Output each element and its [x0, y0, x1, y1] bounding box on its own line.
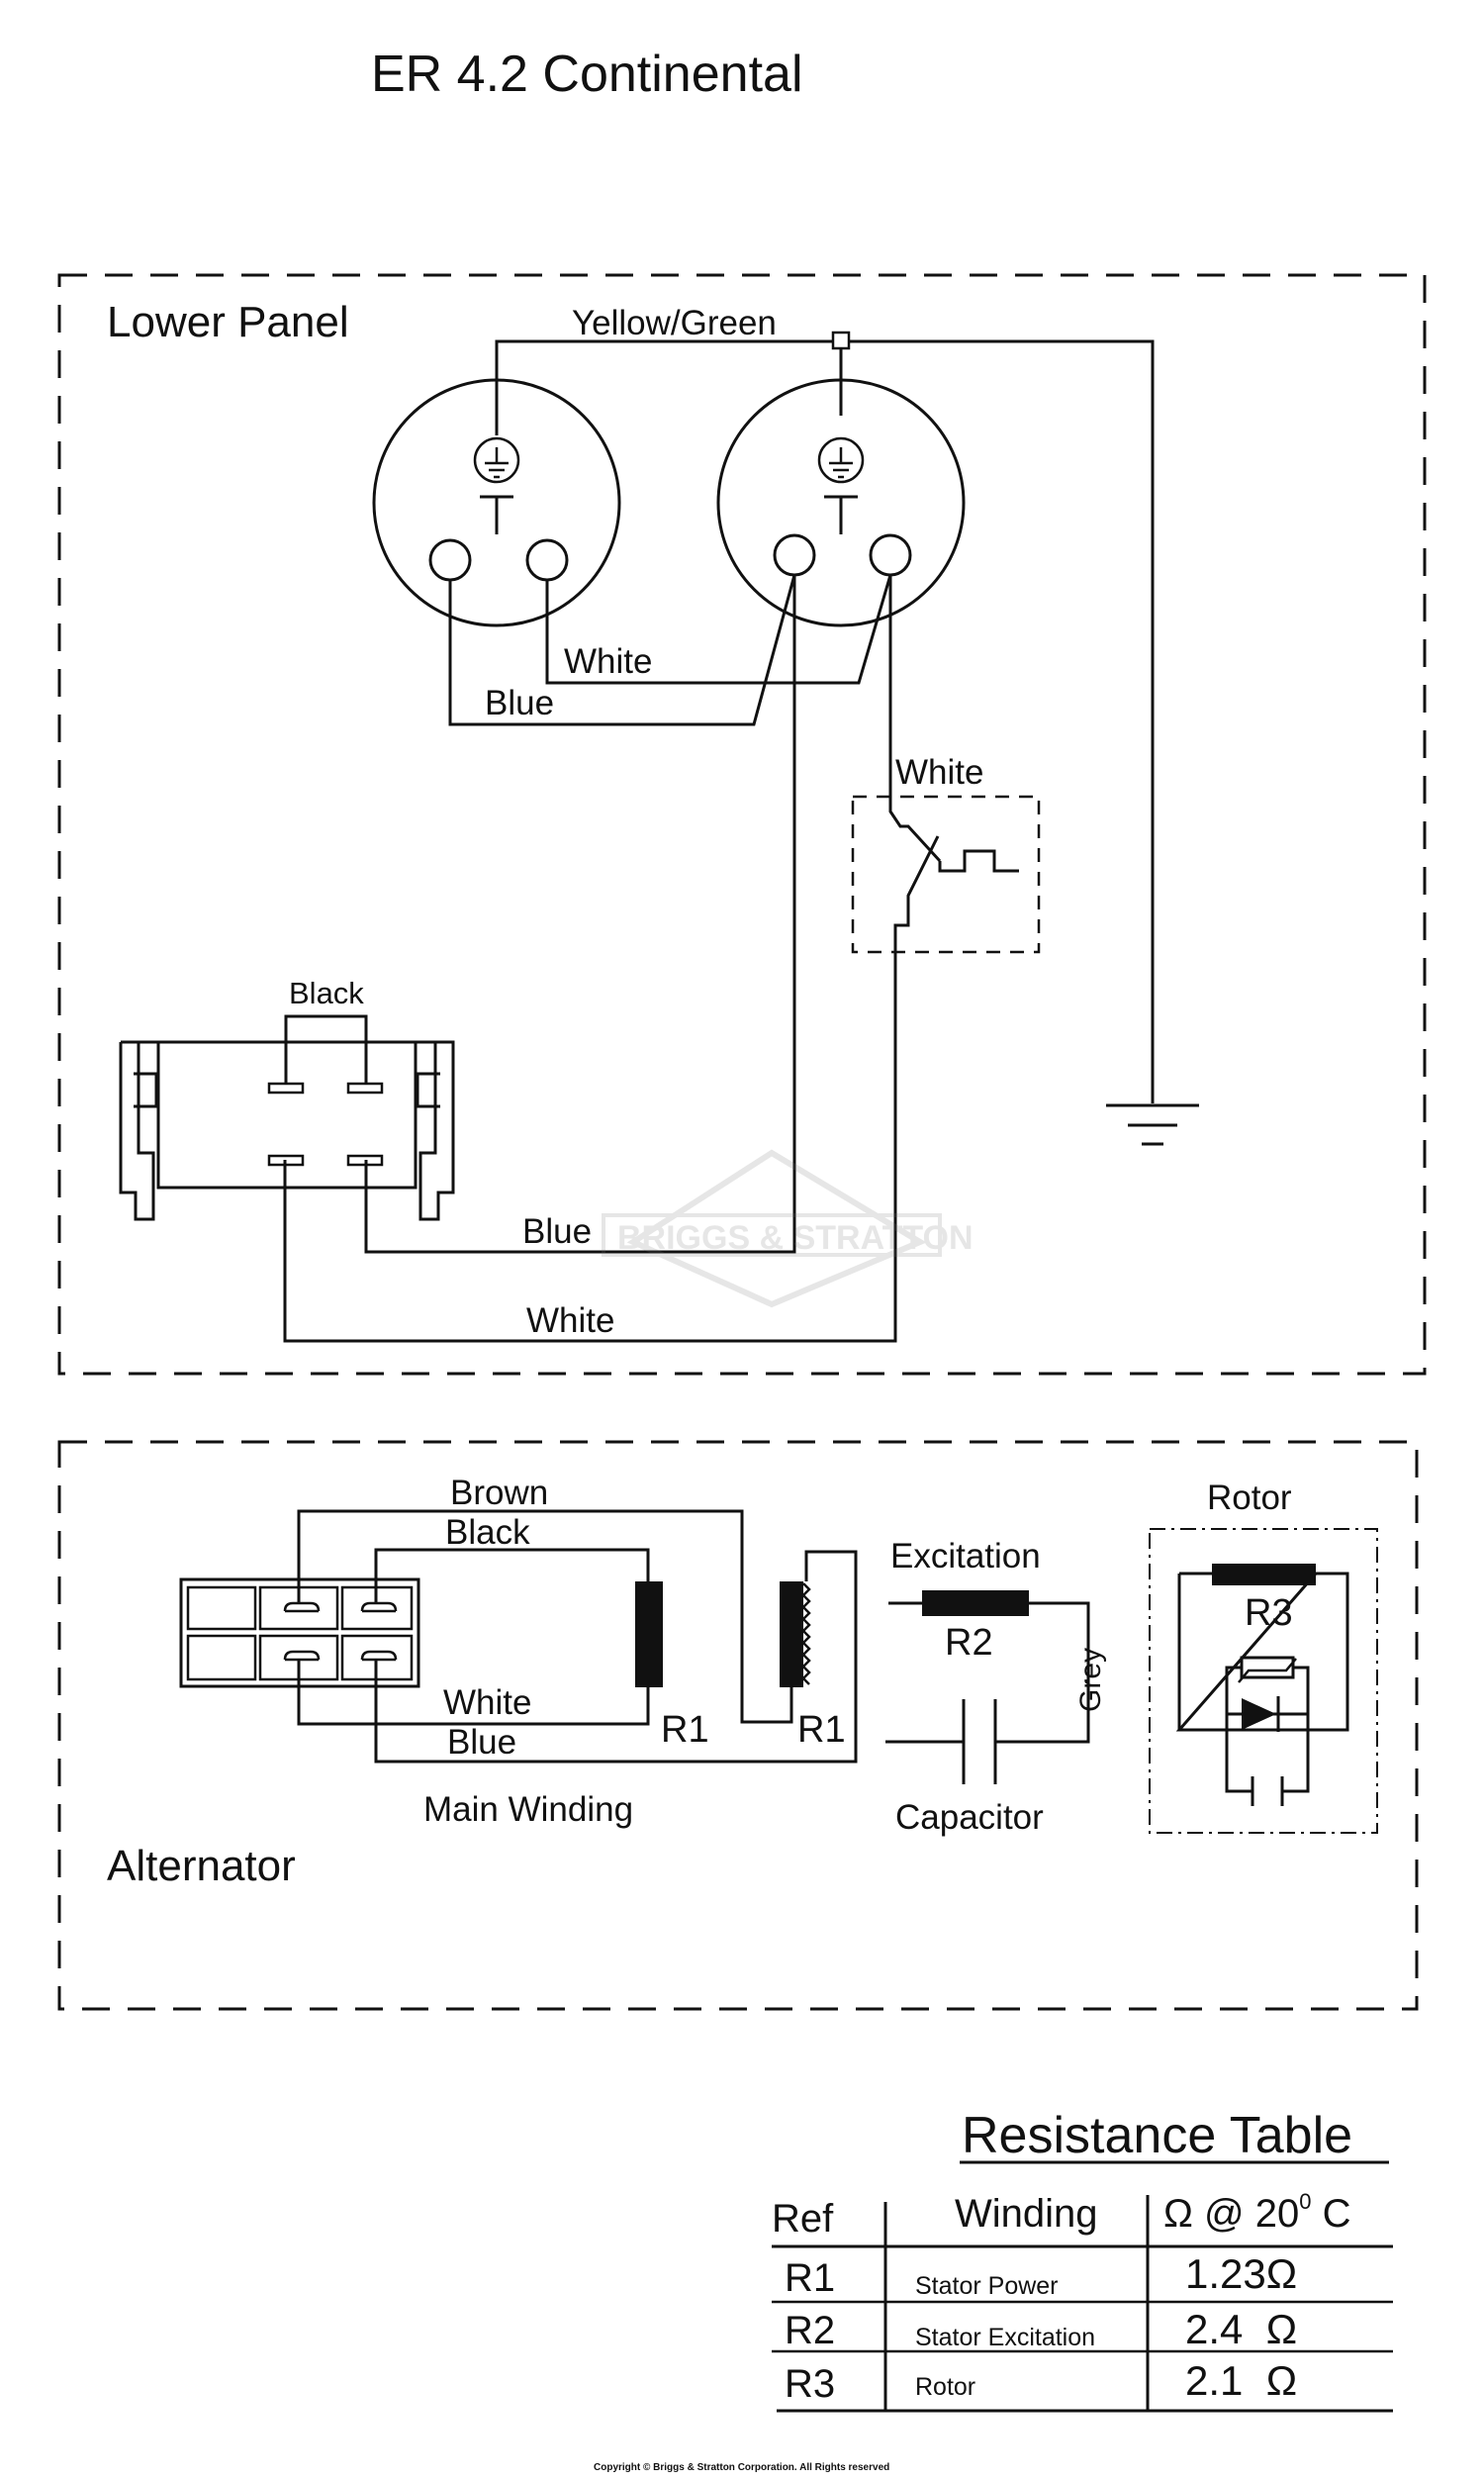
panel-connector: Black — [119, 976, 455, 1221]
wire-label-blue: Blue — [447, 1723, 516, 1762]
table-row: R3 Rotor 2.1 Ω — [785, 2357, 1297, 2406]
svg-text:BRIGGS & STRATTON: BRIGGS & STRATTON — [617, 1219, 974, 1257]
lower-panel: Lower Panel Yellow/Green — [57, 273, 1427, 1376]
wire-label-white: White — [443, 1683, 531, 1722]
r1-label-a: R1 — [661, 1709, 709, 1751]
capacitor-label: Capacitor — [895, 1798, 1044, 1837]
winding-r1-b — [780, 1581, 811, 1724]
header-winding: Winding — [955, 2192, 1098, 2236]
row-winding: Stator Power — [915, 2272, 1059, 2300]
table-row: R1 Stator Power 1.23Ω — [785, 2250, 1297, 2300]
alternator-label: Alternator — [107, 1842, 296, 1890]
row-ref: R2 — [785, 2309, 835, 2352]
r3-label: R3 — [1245, 1592, 1293, 1634]
wire-label-brown: Brown — [450, 1474, 548, 1512]
winding-r3 — [1212, 1564, 1316, 1585]
r2-label: R2 — [945, 1622, 993, 1664]
wire-label-black: Black — [445, 1513, 530, 1552]
row-winding: Stator Excitation — [915, 2324, 1095, 2351]
connector-label-black: Black — [289, 976, 364, 1010]
page-title: ER 4.2 Continental — [371, 46, 803, 103]
wire-label-blue-top: Blue — [485, 684, 554, 722]
excitation-label: Excitation — [890, 1537, 1041, 1575]
table-title: Resistance Table — [962, 2107, 1352, 2164]
earth-ground-icon — [817, 436, 865, 484]
wire-label-white-switch: White — [895, 753, 983, 792]
breaker-switch — [851, 795, 1041, 954]
row-value: 2.4 Ω — [1185, 2306, 1297, 2352]
copyright-text: Copyright © Briggs & Stratton Corporatio… — [594, 2462, 889, 2473]
wire-label-yellow-green: Yellow/Green — [572, 304, 777, 342]
earth-ground-icon — [473, 436, 520, 484]
rotor-circuit: R3 — [1175, 1564, 1349, 1806]
capacitor — [885, 1699, 997, 1784]
row-ref: R3 — [785, 2362, 835, 2406]
rotor-box — [1149, 1528, 1378, 1834]
grey-wire-label: Grey — [1074, 1648, 1107, 1712]
chassis-ground-icon — [1106, 1103, 1199, 1146]
winding-r2 — [922, 1590, 1029, 1616]
wire-label-white-top: White — [564, 642, 652, 681]
main-winding-label: Main Winding — [423, 1790, 633, 1829]
winding-r1-a — [635, 1581, 663, 1687]
resistance-table: Resistance Table Ref Winding Ω @ 200 C R… — [772, 2107, 1393, 2413]
header-ref: Ref — [772, 2197, 834, 2241]
row-value: 1.23Ω — [1185, 2250, 1297, 2297]
wire-label-white-bottom: White — [526, 1301, 614, 1340]
lower-panel-label: Lower Panel — [107, 298, 349, 346]
socket-right — [716, 378, 966, 627]
rotor-label: Rotor — [1207, 1479, 1292, 1517]
watermark-logo: BRIGGS & STRATTON — [602, 1149, 974, 1308]
wire-label-blue-bottom: Blue — [522, 1212, 592, 1251]
table-row: R2 Stator Excitation 2.4 Ω — [785, 2306, 1297, 2352]
alternator-panel: Alternator Brown Black White Blue — [57, 1440, 1419, 2011]
row-value: 2.1 Ω — [1185, 2357, 1297, 2404]
r1-label-b: R1 — [797, 1709, 846, 1751]
row-ref: R1 — [785, 2256, 835, 2300]
header-value: Ω @ 200 C — [1163, 2189, 1350, 2236]
row-winding: Rotor — [915, 2373, 975, 2401]
